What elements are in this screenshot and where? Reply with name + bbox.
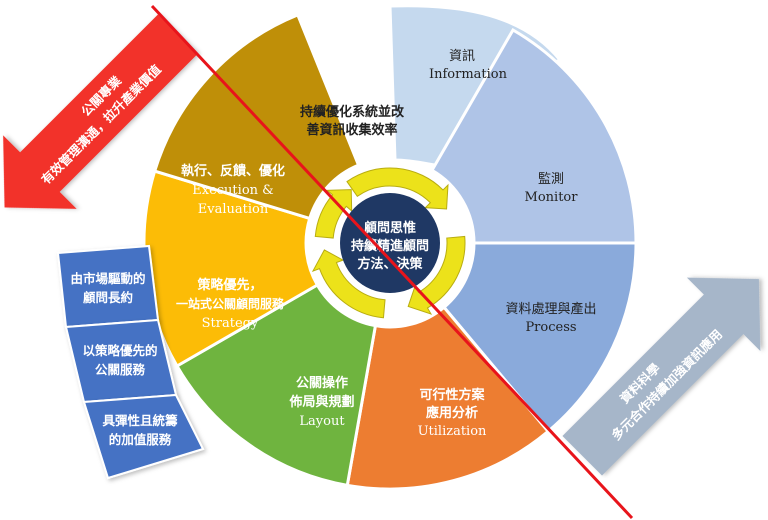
information-label-en: Information xyxy=(429,67,508,82)
center-line-1: 顧問思惟 xyxy=(364,220,416,236)
top-caption-line-2: 善資訊收集效率 xyxy=(306,122,397,138)
gray-arrow-shape xyxy=(562,277,761,476)
center-hub xyxy=(340,193,440,293)
monitor-label-en: Monitor xyxy=(525,190,579,205)
left-box-3-line-1: 具彈性且統籌 xyxy=(101,413,178,428)
center-line-2: 持續精進顧問 xyxy=(351,238,429,254)
execution-label-en-1: Execution & xyxy=(192,183,273,198)
left-box-2-line-1: 以策略優先的 xyxy=(82,343,157,358)
left-box-2-line-2: 公關服務 xyxy=(95,362,146,377)
cycle-arrow-left xyxy=(314,189,353,239)
strategy-label-zh-2: 一站式公關顧問服務 xyxy=(176,296,285,311)
left-box-1-line-1: 由市場驅動的 xyxy=(70,271,145,286)
cycle-arrows xyxy=(311,167,466,319)
left-box-strategy-first xyxy=(64,318,178,404)
information-label-zh: 資訊 xyxy=(449,49,475,64)
utilization-label-zh-2: 應用分析 xyxy=(426,405,478,421)
top-caption-line-1: 持續優化系統並改 xyxy=(300,104,405,120)
strategy-label-zh-1: 策略優先， xyxy=(197,277,262,293)
cycle-arrow-top xyxy=(346,167,449,210)
layout-label-en: Layout xyxy=(299,414,345,429)
execution-label-zh: 執行、反饋、優化 xyxy=(181,163,285,179)
center-line-3: 方法、決策 xyxy=(357,256,423,272)
left-boxes: 由市場驅動的 顧問長約 以策略優先的 公關服務 具彈性且統籌 的加值服務 xyxy=(56,244,205,480)
utilization-label-zh-1: 可行性方案 xyxy=(419,387,485,403)
process-label-zh: 資料處理與產出 xyxy=(505,301,596,317)
left-box-market-driven xyxy=(56,244,160,329)
layout-label-zh-2: 佈局與規劃 xyxy=(288,394,354,410)
monitor-label-zh: 監測 xyxy=(538,171,564,187)
cycle-arrow-bottom xyxy=(311,249,386,319)
left-box-1-line-2: 顧問長約 xyxy=(83,290,133,305)
execution-label-en-2: Evaluation xyxy=(198,202,269,217)
strategy-label-en: Strategy xyxy=(202,316,259,331)
left-box-flexible-services xyxy=(82,393,205,480)
process-label-en: Process xyxy=(525,320,576,335)
left-box-3-line-2: 的加值服務 xyxy=(109,432,172,447)
diagonal-divider-line xyxy=(150,4,634,520)
utilization-label-en: Utilization xyxy=(418,424,487,439)
layout-label-zh-1: 公關操作 xyxy=(296,375,348,391)
red-arrow-shape xyxy=(3,14,198,209)
